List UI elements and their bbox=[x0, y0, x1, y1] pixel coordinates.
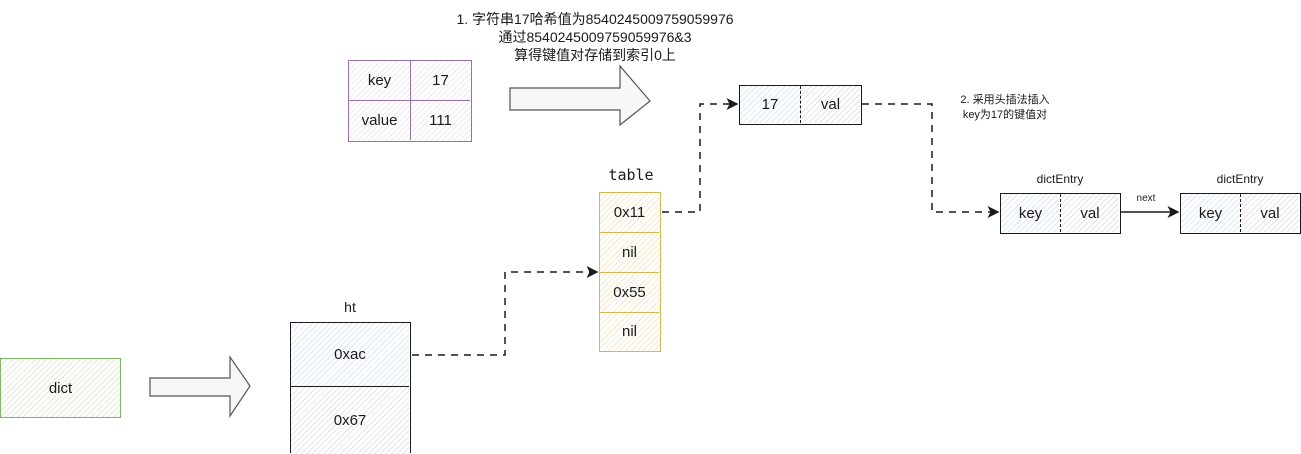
dictentry-1-val: val bbox=[1061, 194, 1119, 232]
arrow-table-to-entry bbox=[662, 98, 739, 213]
kv-value-label: value bbox=[349, 101, 411, 140]
kv-key-value: 17 bbox=[411, 61, 470, 101]
ht-slot-0: 0xac bbox=[291, 323, 409, 387]
annotation-step1-line2: 通过8540245009759059976&3 bbox=[498, 29, 692, 45]
table-array: 0x11 nil 0x55 nil bbox=[599, 192, 661, 352]
kv-key-label: key bbox=[349, 61, 411, 101]
big-arrow-dict bbox=[149, 355, 251, 418]
arrow-entry-to-dictentry bbox=[862, 103, 1000, 218]
kv-value-value: 111 bbox=[429, 112, 452, 129]
new-entry-node: 17 val bbox=[739, 85, 862, 125]
new-entry-val: val bbox=[801, 86, 860, 123]
annotation-step1: 1. 字符串17哈希值为8540245009759059976 通过854024… bbox=[410, 10, 780, 64]
ht-title: ht bbox=[344, 299, 356, 315]
ht-array: 0xac 0x67 bbox=[290, 322, 411, 454]
table-slot-1: nil bbox=[600, 233, 659, 273]
dictentry-1-title: dictEntry bbox=[1036, 172, 1084, 186]
table-slot-0: 0x11 bbox=[600, 193, 659, 233]
table-title: table bbox=[608, 166, 654, 184]
table-slot-3: nil bbox=[621, 323, 637, 340]
kv-table: key 17 value 111 bbox=[348, 60, 472, 142]
new-entry-key: 17 bbox=[740, 86, 801, 123]
big-arrow-hash bbox=[509, 64, 651, 127]
arrow-ht-to-table bbox=[412, 266, 599, 356]
dictentry-1: key val bbox=[1000, 193, 1121, 234]
dictentry-2-title: dictEntry bbox=[1216, 172, 1264, 186]
annotation-step2-line1: 2. 采用头插法插入 bbox=[960, 94, 1050, 106]
annotation-step1-line1: 1. 字符串17哈希值为8540245009759059976 bbox=[456, 11, 734, 27]
ht-slot-1: 0x67 bbox=[291, 387, 409, 454]
dict-node: dict bbox=[0, 358, 121, 418]
annotation-step1-line3: 算得键值对存储到索引0上 bbox=[514, 47, 676, 63]
dictentry-1-key: key bbox=[1001, 194, 1061, 232]
dictentry-2-key: key bbox=[1181, 194, 1241, 232]
next-label: next bbox=[1136, 193, 1156, 204]
dictentry-2-val: val bbox=[1241, 194, 1299, 232]
table-slot-2: 0x55 bbox=[600, 273, 659, 313]
annotation-step2-line2: key为17的键值对 bbox=[962, 109, 1048, 121]
annotation-step2: 2. 采用头插法插入 key为17的键值对 bbox=[945, 93, 1065, 123]
dictentry-2: key val bbox=[1180, 193, 1301, 234]
